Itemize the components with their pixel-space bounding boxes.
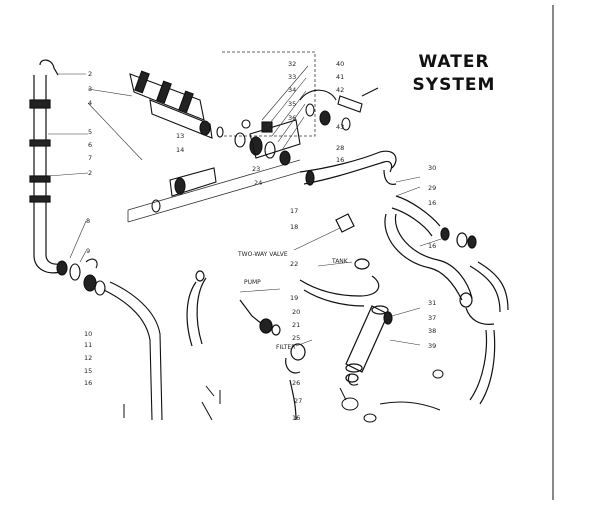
callout-15: 15 [84,367,92,375]
callout-40: 40 [336,60,344,68]
callout-6: 6 [88,141,92,149]
callout-26: 26 [292,379,300,387]
callout-4: 4 [88,99,92,107]
pump-filter-hose [186,270,306,421]
callout-2: 2 [88,70,92,78]
callout-22: 22 [290,260,298,268]
callout-20: 20 [292,308,300,316]
callout-21: 21 [292,321,300,329]
callout-39: 39 [428,342,436,350]
callout-9: 9 [86,247,90,255]
callout-43: 43 [336,123,344,131]
callout-30: 30 [428,164,436,172]
callout-16e: 16 [336,156,344,164]
callout-16c: 16 [428,242,436,250]
upper-manifold-assembly [129,70,224,213]
callout-14: 14 [176,146,184,154]
callout-8: 8 [86,217,90,225]
title-system: SYSTEM [412,75,496,95]
part-number-callouts: 2 3 4 5 6 7 2 8 9 10 11 12 13 14 15 16 1… [84,60,436,422]
callout-11: 11 [84,341,92,349]
callout-29: 29 [428,184,436,192]
bottom-fittings [123,369,444,423]
label-tank: TANK [331,258,349,265]
callout-25: 25 [292,334,300,342]
callout-7: 7 [88,154,92,162]
title-water: WATER [418,52,490,72]
callout-5: 5 [88,128,92,136]
assembly-bracket-box [127,51,316,223]
tank-connection [299,213,380,307]
callout-16: 16 [84,379,92,387]
callout-31: 31 [428,299,436,307]
callout-2b: 2 [88,169,92,177]
label-filter: FILTER [276,344,295,351]
callout-34: 34 [288,86,296,94]
left-vertical-hose [29,59,61,274]
callout-37: 37 [428,314,436,322]
callout-18: 18 [290,223,298,231]
center-valve-cluster [234,119,301,166]
callout-42: 42 [336,86,344,94]
callout-41: 41 [336,73,344,81]
callout-16b: 16 [428,199,436,207]
callout-24: 24 [254,179,262,187]
callout-23: 23 [252,165,260,173]
leader-lines [47,65,445,347]
callout-33: 33 [288,73,296,81]
callout-12: 12 [84,354,92,362]
upper-right-hose [299,150,397,186]
callout-10: 10 [84,330,92,338]
upper-right-fittings [299,87,379,131]
callout-13: 13 [176,132,184,140]
callout-3: 3 [88,85,92,93]
right-hose-assembly [384,195,509,405]
lower-left-couplings [56,258,163,421]
callout-36: 36 [288,114,296,122]
callout-16d: 16 [292,414,300,422]
callout-19: 19 [290,294,298,302]
callout-17: 17 [290,207,298,215]
callout-35: 35 [288,100,296,108]
callout-38: 38 [428,327,436,335]
callout-27: 27 [294,397,302,405]
label-two-way-valve: TWO-WAY VALVE [237,251,288,258]
filter-canister [345,305,393,386]
callout-28: 28 [336,144,344,152]
callout-32: 32 [288,60,296,68]
label-pump: PUMP [244,279,261,286]
